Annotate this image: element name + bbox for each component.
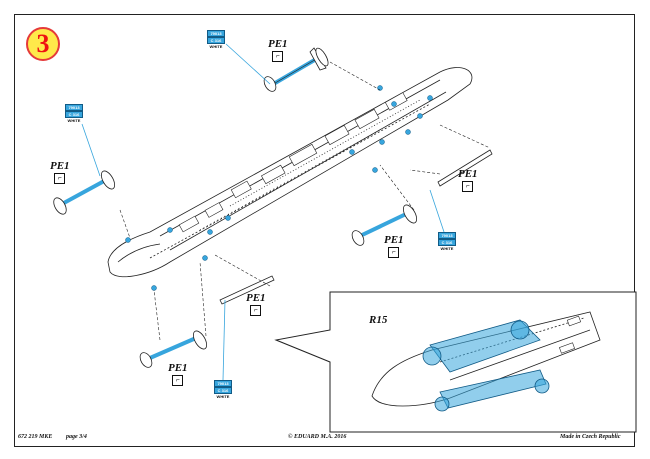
- color-name: WHITE: [440, 246, 454, 251]
- callout-lines: [81, 43, 445, 381]
- pe-label-bottom-left: PE1 ⌐: [168, 362, 188, 386]
- paint-code: C 316: [207, 37, 225, 44]
- pe-part-icon: ⌐: [388, 247, 400, 258]
- pe-part-icon: ⌐: [250, 305, 262, 316]
- pe-label-right-upper: PE1 ⌐: [458, 168, 478, 192]
- pe-label-text: PE1: [268, 38, 288, 50]
- inset-highlight: [422, 319, 550, 412]
- inset-pins: [559, 315, 582, 354]
- main-body: [107, 67, 473, 278]
- pe-label-bottom-right: PE1 ⌐: [246, 292, 266, 316]
- footer-copyright: © EDUARD M.A. 2016: [288, 434, 347, 440]
- inset-part-label: R15: [369, 314, 388, 326]
- color-name: WHITE: [67, 118, 81, 123]
- pe-handle-bottom: [139, 330, 208, 368]
- pe-part-icon: ⌐: [172, 375, 184, 386]
- blue-pins: [125, 85, 433, 291]
- pe-part-icon: ⌐: [272, 51, 284, 62]
- step-number-badge: 3: [26, 27, 60, 61]
- footer-page-number: page 3/4: [66, 434, 87, 440]
- leader-lines: [119, 61, 491, 341]
- pe-label-text: PE1: [458, 168, 478, 180]
- color-callout-left: 79013 C 316 WHITE: [65, 104, 83, 123]
- paint-code: C 316: [65, 111, 83, 118]
- pe-handle-top: [263, 47, 329, 92]
- color-name: WHITE: [216, 394, 230, 399]
- color-code: 79013: [65, 104, 83, 111]
- color-callout-top: 79013 C 316 WHITE: [207, 30, 225, 49]
- pe-strip-right: [437, 149, 493, 187]
- pe-label-left: PE1 ⌐: [50, 160, 70, 184]
- footer-kit-code: 672 219 MKE: [18, 434, 53, 440]
- pe-label-text: PE1: [246, 292, 266, 304]
- pe-part-icon: ⌐: [462, 181, 474, 192]
- color-callout-right: 79013 C 316 WHITE: [438, 232, 456, 251]
- color-callout-bottom: 79013 C 316 WHITE: [214, 380, 232, 399]
- pe-handle-left: [53, 170, 116, 215]
- paint-code: C 316: [438, 239, 456, 246]
- pe-part-icon: ⌐: [54, 173, 66, 184]
- pe-label-text: PE1: [168, 362, 188, 374]
- pe-label-right-lower: PE1 ⌐: [384, 234, 404, 258]
- pe-label-text: PE1: [50, 160, 70, 172]
- color-code: 79013: [438, 232, 456, 239]
- color-code: 79013: [207, 30, 225, 37]
- pe-label-text: PE1: [384, 234, 404, 246]
- color-code: 79013: [214, 380, 232, 387]
- body-details: [178, 92, 408, 233]
- color-name: WHITE: [209, 44, 223, 49]
- footer-origin: Made in Czech Republic: [560, 434, 621, 440]
- pe-strip-bottom: [219, 275, 275, 305]
- paint-code: C 316: [214, 387, 232, 394]
- pe-label-top: PE1 ⌐: [268, 38, 288, 62]
- pe-handle-right: [351, 204, 418, 246]
